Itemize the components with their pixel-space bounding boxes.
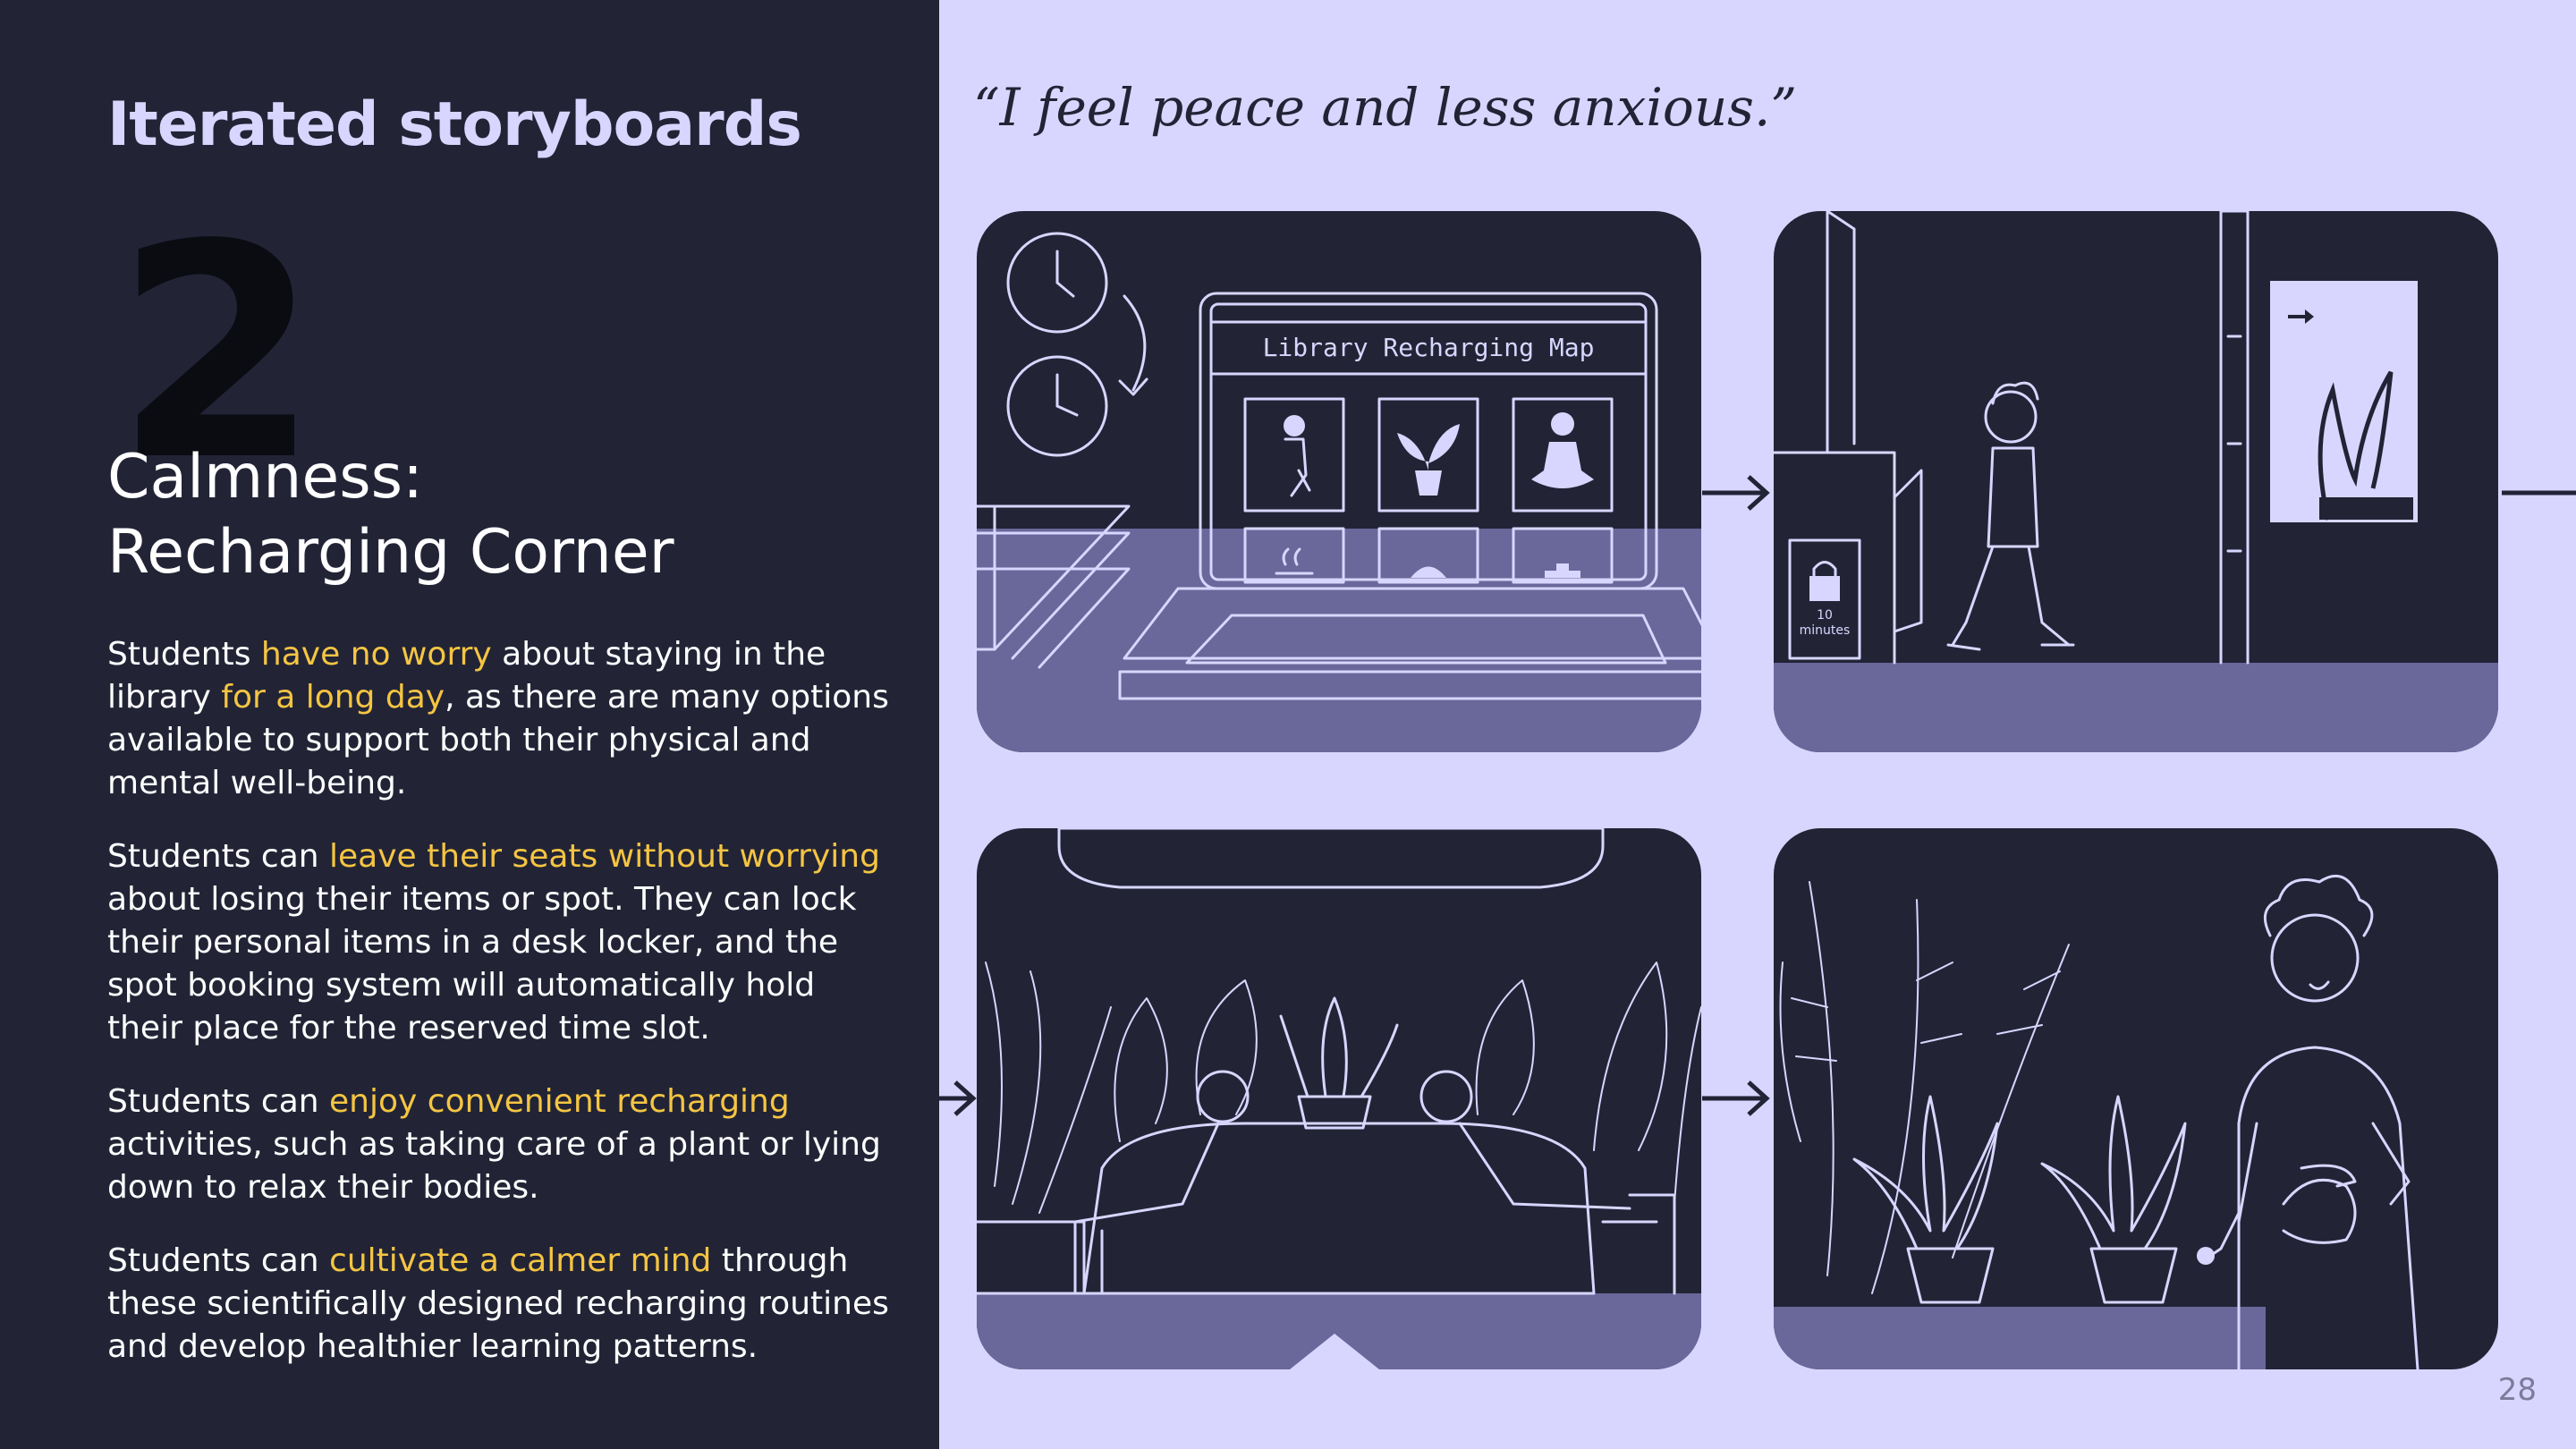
plant-table (1774, 1307, 2266, 1369)
map-title: Library Recharging Map (1263, 333, 1595, 362)
lying-student (1419, 1070, 1676, 1295)
highlight: for a long day (221, 679, 445, 716)
fern-background (1779, 881, 2070, 1294)
paragraph-3: Students can enjoy convenient recharging… (107, 1080, 894, 1209)
map-scene: Library Recharging Map (977, 232, 1701, 752)
highlight: cultivate a calmer mind (329, 1242, 712, 1279)
door-frame (1826, 211, 2250, 665)
page-heading: Iterated storyboards (107, 89, 802, 160)
locker-scene: 10 minutes (1774, 211, 2498, 752)
highlight: leave their seats without worrying (329, 838, 880, 875)
rotate-arrow-icon (1118, 294, 1148, 396)
arrow-right-icon (1702, 475, 1770, 511)
paragraph-2: Students can leave their seats without w… (107, 835, 894, 1050)
entrance-arrow (1290, 1334, 1379, 1369)
lock-icon (1809, 561, 1840, 601)
plants-background (985, 962, 1701, 1214)
text: Students (107, 636, 261, 673)
text: activities, such as taking care of a pla… (107, 1126, 881, 1206)
page-number: 28 (2497, 1372, 2537, 1408)
paragraph-4: Students can cultivate a calmer mind thr… (107, 1240, 894, 1368)
hot-drink-icon (1275, 547, 1314, 575)
clock-icon (1006, 355, 1108, 457)
walking-student (1946, 381, 2075, 651)
text: Students can (107, 1242, 330, 1279)
description: Students have no worry about staying in … (107, 633, 894, 1399)
arrow-right-icon (2305, 309, 2314, 324)
meditation-icon (1531, 412, 1594, 488)
section-number: 2 (114, 182, 320, 525)
user-quote: “I feel peace and less anxious.” (973, 77, 1798, 138)
text-panel: Iterated storyboards 2 Calmness: Recharg… (0, 0, 939, 1449)
paragraph-1: Students have no worry about staying in … (107, 633, 894, 805)
section-title-line-1: Calmness: (107, 442, 423, 513)
wellness-icon (1411, 566, 1446, 578)
text: about staying in the library (107, 636, 826, 716)
text: Students can (107, 1083, 330, 1120)
floor (1774, 663, 2498, 752)
watering-scene (1774, 874, 2419, 1369)
text: through these scientifically designed re… (107, 1242, 889, 1365)
plant-poster (2270, 281, 2418, 522)
lounge-scene (977, 828, 1701, 1369)
sleep-icon (1284, 415, 1311, 497)
ceiling-lamp (1057, 828, 1605, 889)
locker-label: 10 (1817, 608, 1833, 623)
activity-icon (1545, 564, 1580, 578)
highlight: have no worry (260, 636, 492, 673)
sofa (1082, 1122, 1596, 1295)
sitting-student (977, 1070, 1250, 1295)
text: about losing their items or spot. They c… (107, 881, 857, 1046)
text: Students can (107, 838, 330, 875)
storyboard-panel-watering (1774, 828, 2498, 1369)
floor (977, 529, 1701, 752)
storyboard-panel-locker: 10 minutes (1774, 211, 2498, 752)
clock-icon (1006, 232, 1108, 334)
highlight: enjoy convenient recharging (329, 1083, 790, 1120)
section-title-line-2: Recharging Corner (107, 517, 674, 588)
aloe-plant (1852, 1095, 1999, 1304)
map-kiosk: Library Recharging Map (1118, 292, 1701, 700)
aloe-plant (2040, 1095, 2187, 1304)
bookshelf (977, 504, 1131, 669)
storyboard-panel-map: Library Recharging Map (977, 211, 1701, 752)
desk-locker: 10 minutes (1774, 451, 1923, 665)
section-title: Calmness: Recharging Corner (107, 440, 674, 590)
locker-label: minutes (1800, 623, 1851, 638)
plant-icon (1397, 424, 1460, 496)
storyboard-panel-lounge (977, 828, 1701, 1369)
text: , as there are many options available to… (107, 679, 889, 801)
student-watering (2197, 874, 2419, 1369)
arrow-right-icon (1702, 1080, 1770, 1116)
arrow-right-icon (939, 1080, 977, 1116)
